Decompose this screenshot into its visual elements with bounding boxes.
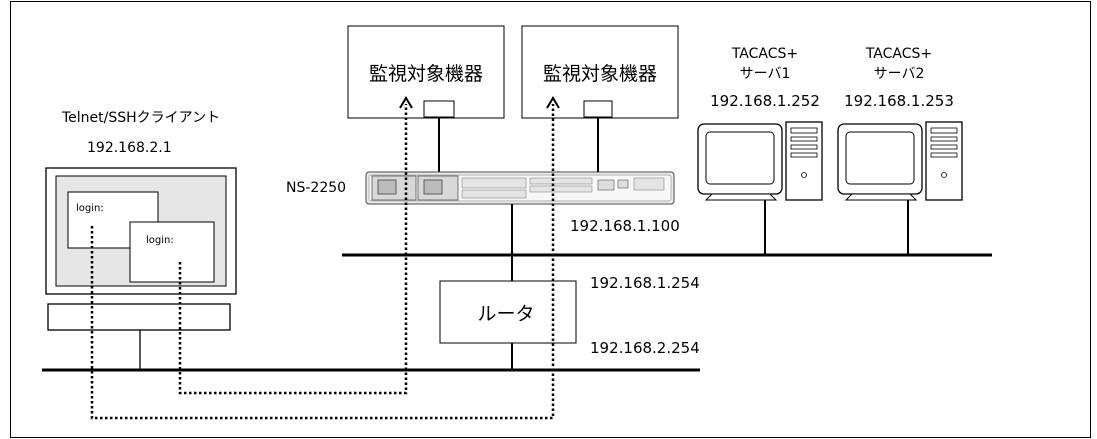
serial-port-2 <box>583 100 613 118</box>
tacacs-server-1-title: TACACS+ <box>731 46 798 62</box>
arrowhead-device-2 <box>546 96 560 109</box>
tacacs-server-2-ip: 192.168.1.253 <box>844 92 954 110</box>
arrowhead-device-1 <box>399 96 413 109</box>
diagram-frame <box>10 1 1091 438</box>
monitored-device-label: 監視対象機器 <box>543 63 657 85</box>
router-box <box>439 280 577 344</box>
tacacs-server-1-ip: 192.168.1.252 <box>710 92 820 110</box>
tacacs-server-1-computer <box>697 121 823 201</box>
tacacs-server-1-subtitle: サーバ1 <box>740 66 791 82</box>
console-server-name: NS-2250 <box>286 180 346 196</box>
console-server-ip: 192.168.1.100 <box>570 217 680 235</box>
session-path-to-device-2 <box>90 104 555 420</box>
tacacs-server-2-title: TACACS+ <box>865 46 932 62</box>
router-ip-upper: 192.168.1.254 <box>590 274 700 292</box>
client-ip: 192.168.2.1 <box>87 140 172 156</box>
client-title: Telnet/SSHクライアント <box>61 110 220 126</box>
login-window-2: login: <box>129 221 215 283</box>
session-path-to-device-1 <box>178 104 408 395</box>
serial-port-1 <box>423 100 455 118</box>
router-ip-lower: 192.168.2.254 <box>590 339 700 357</box>
login-window-label: login: <box>146 235 174 246</box>
monitored-device-label: 監視対象機器 <box>369 63 483 85</box>
tacacs-server-2-subtitle: サーバ2 <box>874 66 925 82</box>
login-window-label: login: <box>76 203 104 214</box>
console-server-ns2250 <box>365 171 675 205</box>
tacacs-server-2-computer <box>837 121 963 201</box>
router-label: ルータ <box>477 303 534 325</box>
